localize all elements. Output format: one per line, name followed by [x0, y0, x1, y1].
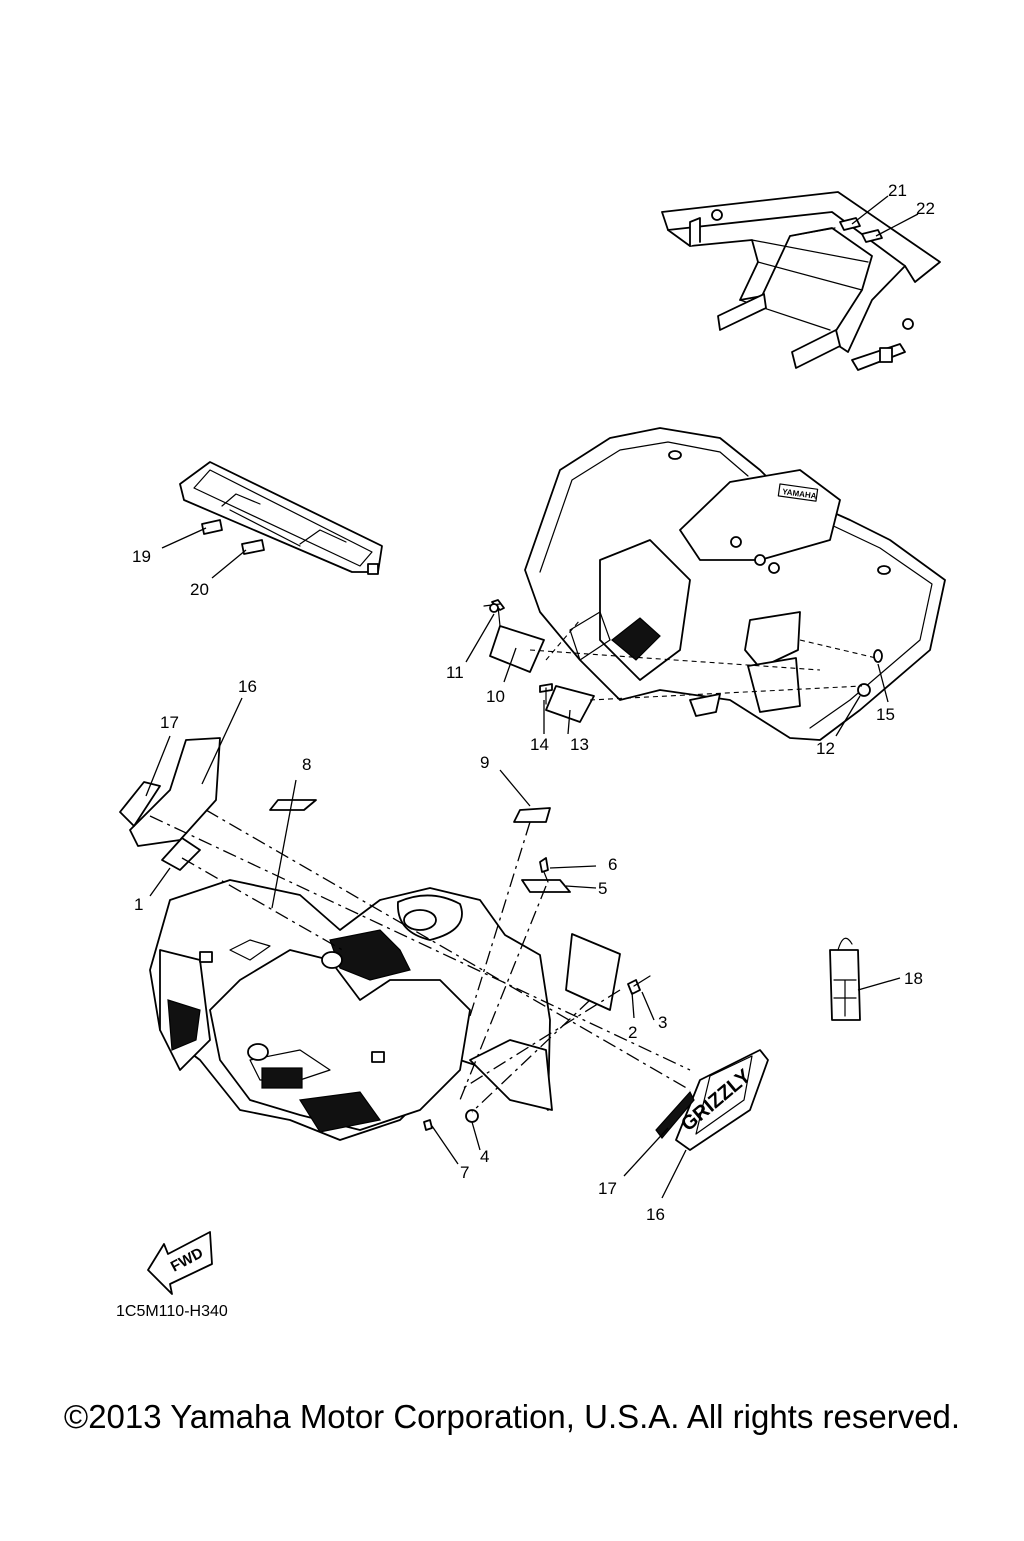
- callout-16-front: 16: [238, 677, 257, 696]
- callout-2: 2: [628, 1023, 637, 1042]
- callout-1: 1: [134, 895, 143, 914]
- rear-fender: [524, 427, 946, 741]
- grizzly-emblem: GRIZZLY: [655, 1049, 769, 1151]
- callout-7: 7: [460, 1163, 469, 1182]
- callout-16-rear: 16: [646, 1205, 665, 1224]
- callout-15: 15: [876, 705, 895, 724]
- callout-17-front: 17: [160, 713, 179, 732]
- callout-18: 18: [904, 969, 923, 988]
- rear-small-parts: [483, 599, 883, 723]
- callout-9: 9: [480, 753, 489, 772]
- callout-17-rear: 17: [598, 1179, 617, 1198]
- callout-10: 10: [486, 687, 505, 706]
- callout-13: 13: [570, 735, 589, 754]
- rear-carrier: [661, 191, 941, 371]
- leader-lines: [145, 195, 919, 1199]
- callout-numbers: 1 2 3 4 5 6 7 8 9 10 11 12 13 14 15 16 1…: [132, 181, 935, 1224]
- front-fender: [149, 879, 553, 1141]
- fwd-arrow: FWD: [147, 1231, 213, 1295]
- copyright-footer: ©2013 Yamaha Motor Corporation, U.S.A. A…: [63, 1398, 961, 1435]
- callout-22: 22: [916, 199, 935, 218]
- callout-5: 5: [598, 879, 607, 898]
- callout-6: 6: [608, 855, 617, 874]
- callout-14: 14: [530, 735, 549, 754]
- callout-21: 21: [888, 181, 907, 200]
- callout-3: 3: [658, 1013, 667, 1032]
- callout-11: 11: [446, 663, 464, 682]
- callout-4: 4: [480, 1147, 489, 1166]
- callout-8: 8: [302, 755, 311, 774]
- front-carrier: [179, 461, 383, 575]
- callout-20: 20: [190, 580, 209, 599]
- dash-lines: [149, 619, 877, 1113]
- warning-tag: [829, 937, 861, 1021]
- callout-12: 12: [816, 739, 835, 758]
- callout-19: 19: [132, 547, 151, 566]
- front-side-decals: [119, 737, 221, 871]
- diagram-code: 1C5M110-H340: [116, 1303, 228, 1320]
